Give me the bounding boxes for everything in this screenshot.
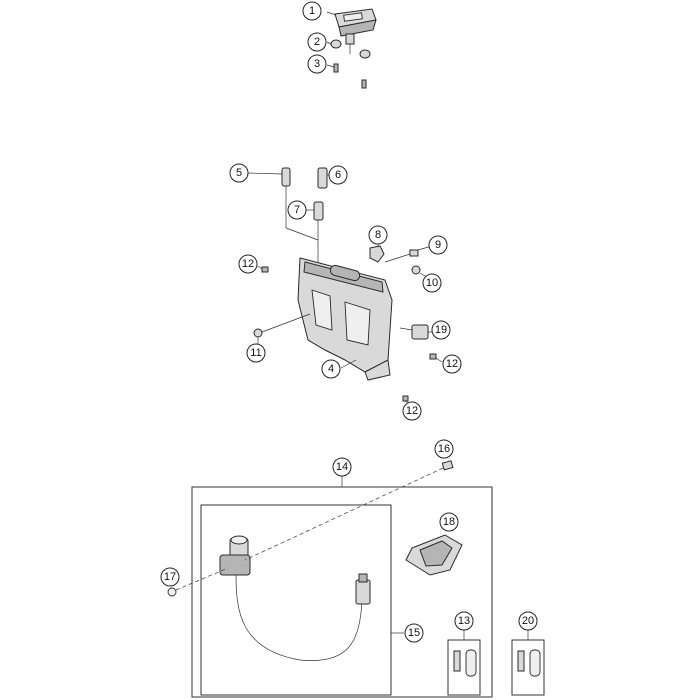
svg-text:12: 12 [242, 258, 254, 270]
bracket-4[interactable] [297, 257, 393, 381]
svg-text:6: 6 [335, 169, 341, 181]
callout-9: 9 [428, 235, 448, 255]
svg-text:7: 7 [294, 204, 300, 216]
svg-text:14: 14 [336, 461, 348, 473]
cable-7[interactable] [305, 201, 324, 262]
callout-11: 11 [246, 343, 266, 363]
key-set-20[interactable] [511, 630, 545, 696]
svg-text:3: 3 [314, 58, 320, 70]
svg-text:8: 8 [375, 229, 381, 241]
callout-5: 5 [229, 163, 249, 183]
nut-11[interactable] [253, 313, 311, 345]
key-set-13[interactable] [447, 630, 481, 696]
callout-18: 18 [439, 512, 459, 532]
switch-19[interactable] [399, 324, 432, 340]
callout-17: 17 [160, 567, 180, 587]
callout-10: 10 [422, 273, 442, 293]
callout-12b: 12 [442, 354, 462, 374]
screw-17[interactable] [167, 567, 229, 597]
callout-1: 1 [302, 1, 322, 21]
display-unit[interactable] [326, 8, 377, 37]
nut-8[interactable] [369, 244, 385, 263]
cable-connector-5[interactable] [247, 167, 319, 241]
svg-text:20: 20 [522, 615, 534, 627]
svg-text:10: 10 [426, 277, 438, 289]
lock-box-15 [200, 504, 404, 696]
callout-20: 20 [518, 611, 538, 631]
callout-14: 14 [332, 457, 352, 477]
lock-set-box-14 [191, 476, 493, 698]
callout-2: 2 [307, 32, 327, 52]
svg-text:18: 18 [443, 516, 455, 528]
callout-6: 6 [328, 165, 348, 185]
screw-12a[interactable] [257, 265, 269, 273]
svg-text:2: 2 [314, 36, 320, 48]
lock-screw-16[interactable] [244, 460, 454, 561]
display-mount-pin[interactable] [345, 33, 355, 54]
callout-12c: 12 [402, 401, 422, 421]
svg-text:17: 17 [164, 571, 176, 583]
svg-text:5: 5 [236, 167, 242, 179]
svg-text:12: 12 [406, 405, 418, 417]
rubber-grommet-2[interactable] [326, 39, 371, 59]
svg-text:15: 15 [408, 627, 420, 639]
callout-15: 15 [404, 623, 424, 643]
svg-text:11: 11 [250, 347, 261, 359]
svg-text:19: 19 [435, 324, 447, 336]
screw-3[interactable] [326, 63, 367, 89]
svg-text:9: 9 [435, 239, 441, 251]
callout-12a: 12 [238, 254, 258, 274]
svg-text:1: 1 [309, 5, 315, 17]
svg-text:13: 13 [458, 615, 470, 627]
callout-7: 7 [287, 200, 307, 220]
callout-8: 8 [368, 225, 388, 245]
screw-12b[interactable] [429, 353, 443, 363]
callout-19: 19 [431, 320, 451, 340]
callout-13: 13 [454, 611, 474, 631]
svg-text:12: 12 [446, 358, 458, 370]
cover-cap-18[interactable] [405, 534, 463, 576]
callout-16: 16 [434, 439, 454, 459]
ignition-lock-15[interactable] [219, 535, 371, 661]
callout-3: 3 [307, 54, 327, 74]
svg-text:16: 16 [438, 443, 450, 455]
screw-9[interactable] [384, 245, 433, 263]
svg-text:4: 4 [328, 363, 334, 375]
callout-4: 4 [321, 359, 341, 379]
